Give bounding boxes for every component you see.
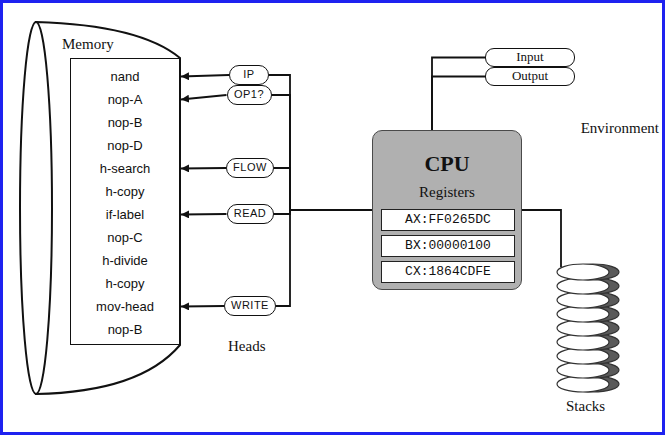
register-box: AX:FF0265DC — [381, 209, 515, 231]
stack-wire — [522, 210, 561, 267]
environment-port: Input — [485, 48, 575, 67]
box-heading: CPU — [424, 151, 469, 176]
box-label: CX:1864CDFE — [405, 262, 491, 282]
instruction-list: nandnop-Anop-Bnop-Dh-searchh-copyif-labe… — [70, 58, 180, 345]
head-arrow — [181, 75, 229, 77]
stack-ring — [557, 264, 609, 280]
part-label: Heads — [228, 337, 266, 355]
bus-line — [269, 75, 372, 210]
box-heading: Memory — [62, 35, 114, 53]
box-label: AX:FF0265DC — [405, 210, 491, 230]
head-pill: OP1? — [227, 85, 272, 105]
box-label: IP — [243, 66, 254, 83]
box-label: WRITE — [231, 297, 269, 314]
head-pill: WRITE — [224, 296, 276, 316]
part-label: Stacks — [566, 397, 605, 415]
head-arrow — [181, 213, 227, 215]
label-holder: Environment — [581, 119, 659, 137]
head-pill: FLOW — [226, 158, 274, 178]
box-label: Input — [516, 49, 543, 65]
bus-line — [272, 95, 373, 210]
box-label: READ — [234, 205, 267, 222]
box-label: nand — [111, 65, 140, 88]
box-label: h-divide — [102, 249, 148, 272]
box-label: FLOW — [233, 159, 267, 176]
box-label: nop-C — [107, 226, 142, 249]
head-arrow — [181, 305, 224, 307]
box-label: Output — [512, 68, 548, 84]
bus-line — [432, 58, 485, 131]
box-label: nop-D — [107, 134, 142, 157]
bus-line — [432, 77, 485, 131]
head-pill: READ — [227, 204, 274, 224]
box-label: h-search — [100, 157, 151, 180]
box-label: h-copy — [105, 180, 144, 203]
box-label: mov-head — [96, 295, 154, 318]
cpu-box: CPU RegistersAX:FF0265DC BX:00000100CX:186… — [372, 130, 522, 290]
box-heading: Registers — [419, 183, 475, 201]
label-holder: Stacks — [566, 397, 605, 415]
register-box: CX:1864CDFE — [381, 261, 515, 283]
stack-coil — [557, 264, 619, 392]
box-label: h-copy — [105, 272, 144, 295]
head-pill: IP — [229, 65, 269, 85]
box-label: if-label — [106, 203, 144, 226]
box-label: OP1? — [234, 86, 264, 103]
label-holder: Heads — [228, 337, 266, 355]
box-label: nop-B — [108, 318, 143, 341]
bus-line — [276, 210, 372, 306]
register-box: BX:00000100 — [381, 235, 515, 257]
memory-tape: Memorynandnop-Anop-Bnop-Dh-searchh-copyi… — [18, 20, 182, 396]
part-label: Environment — [581, 119, 659, 137]
head-arrow — [181, 95, 227, 100]
memory-end — [20, 22, 52, 394]
box-label: nop-B — [108, 111, 143, 134]
head-arrow — [181, 167, 226, 169]
box-label: nop-A — [108, 88, 143, 111]
memory-body — [36, 22, 180, 394]
environment-port: Output — [485, 67, 575, 86]
box-label: BX:00000100 — [405, 236, 491, 256]
bus-line — [274, 168, 372, 210]
